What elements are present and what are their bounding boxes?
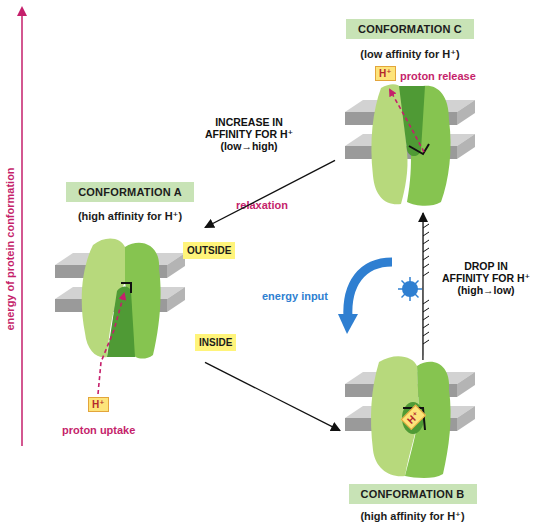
conformation-node: CONFORMATION C (low affinity for H⁺) — [335, 18, 485, 213]
axis-head — [17, 6, 27, 16]
energy-arrow — [348, 262, 392, 318]
energy-gear — [398, 277, 422, 301]
energy-note: energy input — [262, 290, 328, 302]
affinity-note: (low affinity for H⁺) — [335, 48, 485, 61]
conformation-node: CONFORMATION A (high affinity for H⁺) — [55, 180, 205, 370]
transition-label: DROP IN AFFINITY FOR H⁺ (high→low) — [440, 260, 532, 296]
proton-tag: H⁺ — [375, 66, 396, 81]
transition-arrow — [422, 213, 423, 360]
transition-label: INCREASE IN AFFINITY FOR H⁺ (low→high) — [203, 116, 295, 152]
affinity-note: (high affinity for H⁺) — [340, 510, 485, 523]
proton-tag: H⁺ — [88, 397, 109, 412]
conformation-heading: CONFORMATION C — [346, 19, 474, 39]
transition-arrow — [205, 362, 340, 430]
ratchet-ticks — [423, 224, 429, 344]
affinity-note: (high affinity for H⁺) — [55, 210, 205, 223]
axis-label: energy of protein conformation — [4, 149, 16, 349]
transition-arrow — [205, 160, 335, 227]
transporter-protein — [82, 238, 161, 358]
proton-path — [390, 90, 424, 152]
step-note: proton release — [400, 70, 476, 82]
energy-axis — [21, 14, 23, 446]
conformation-heading: CONFORMATION A — [66, 182, 194, 202]
conformation-heading: CONFORMATION B — [349, 484, 477, 504]
conformation-node: CONFORMATION B (high affinity for H⁺) — [340, 360, 485, 528]
proton-tag: H⁺ — [401, 405, 426, 430]
transporter-protein — [371, 84, 450, 206]
proton-path — [98, 294, 124, 394]
side-tag: INSIDE — [195, 334, 236, 351]
transporter-protein — [371, 356, 451, 478]
energy-arrow-head — [338, 314, 358, 334]
step-note: proton uptake — [62, 424, 135, 436]
step-note: relaxation — [236, 199, 288, 211]
side-tag: OUTSIDE — [183, 242, 235, 259]
